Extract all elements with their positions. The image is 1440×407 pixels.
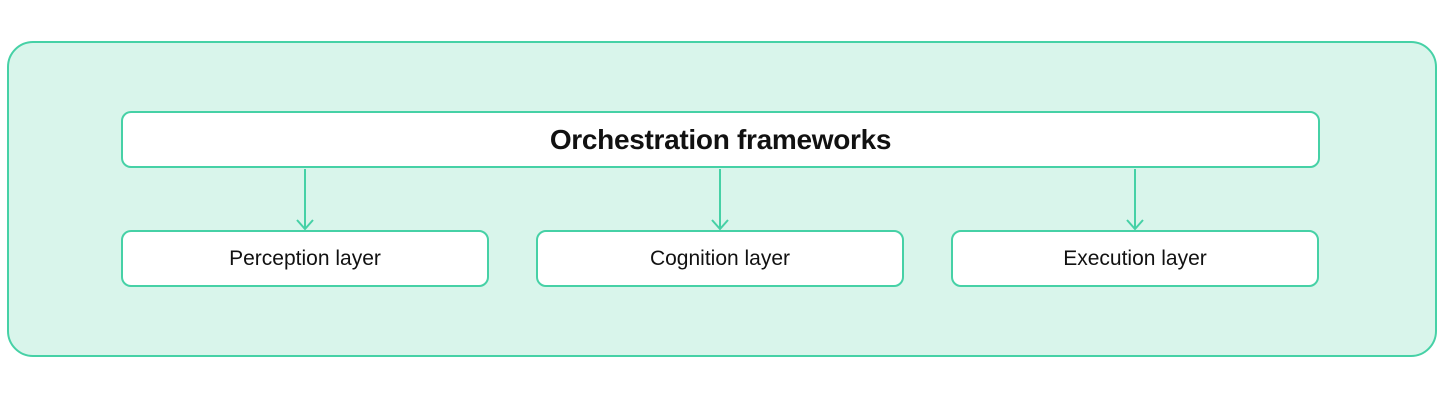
cognition-layer-node: Cognition layer [536, 230, 904, 287]
perception-layer-node: Perception layer [121, 230, 489, 287]
diagram-title: Orchestration frameworks [549, 123, 892, 155]
node-label: Perception layer [229, 246, 381, 270]
diagram-panel [7, 41, 1437, 357]
node-label: Execution layer [1063, 246, 1207, 270]
orchestration-frameworks-node: Orchestration frameworks [121, 111, 1320, 168]
node-label: Cognition layer [649, 246, 791, 270]
execution-layer-node: Execution layer [951, 230, 1319, 287]
